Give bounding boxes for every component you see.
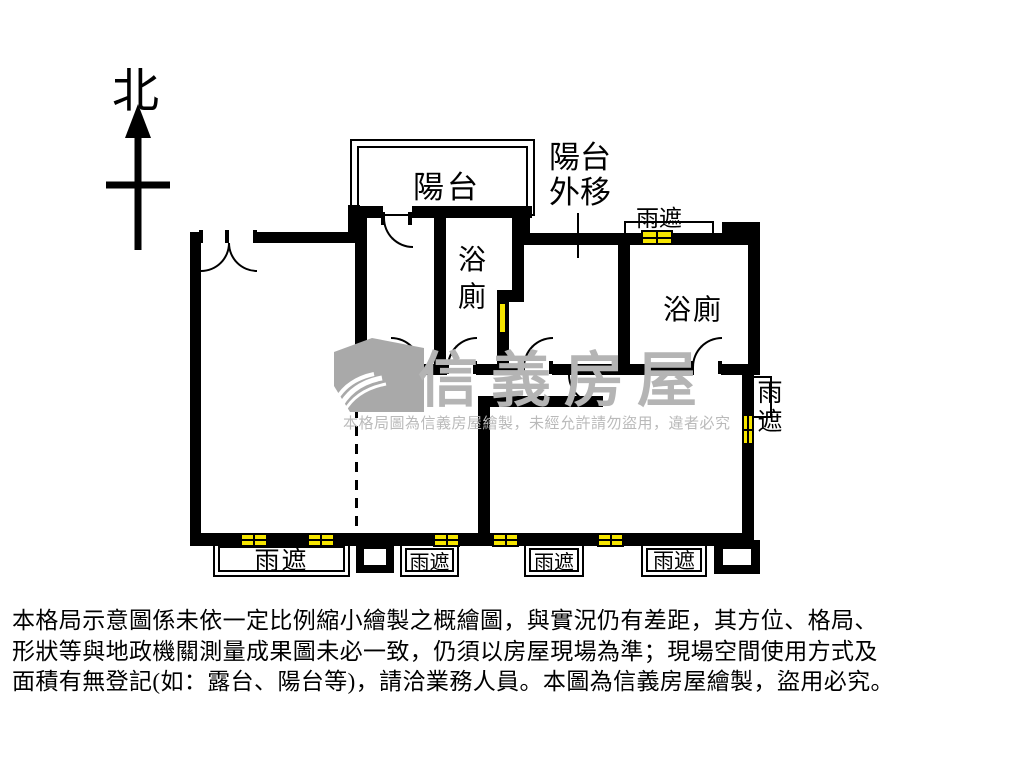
door-post — [473, 361, 477, 374]
wall-top-left — [255, 232, 358, 243]
bathroom-center-char2: 廁 — [457, 282, 486, 313]
north-arrow-icon — [106, 104, 170, 250]
door-arc-entry-left — [201, 243, 230, 272]
door-post — [521, 361, 525, 374]
canopy-box-label: 雨遮 — [254, 548, 309, 575]
canopy-box-3: 雨遮 — [524, 543, 584, 577]
wall-mid-vertical — [355, 218, 367, 375]
north-label: 北 — [112, 66, 159, 118]
window-symbol — [433, 533, 460, 547]
balcony-moved-leader-line — [577, 213, 579, 258]
sinyi-logo — [334, 338, 424, 412]
canopy-right-char1: 雨 — [757, 380, 783, 407]
wall-bath1-left — [434, 218, 446, 368]
wall-left-outer — [190, 232, 201, 546]
disclaimer-text: 本格局示意圖係未依一定比例縮小繪製之概繪圖，與實況仍有差距，其方位、格局、 形狀… — [12, 606, 1014, 698]
balcony-moved-line2: 外移 — [549, 175, 611, 210]
wall-corridor-e — [721, 364, 752, 375]
door-post — [199, 230, 203, 243]
window-symbol — [641, 230, 673, 245]
wall-bath1-right — [512, 218, 524, 302]
disclaimer-line1: 本格局示意圖係未依一定比例縮小繪製之概繪圖，與實況仍有差距，其方位、格局、 — [12, 608, 878, 633]
wall-corridor-b — [419, 364, 447, 375]
watermark-notice: 本格局圖為信義房屋繪製，未經允許請勿盜用，違者必究 — [343, 416, 731, 432]
wall-bath2-left — [618, 238, 630, 368]
wall-corridor-d — [552, 364, 694, 375]
wall-highlight — [500, 304, 505, 332]
door-post — [718, 361, 722, 374]
wall-top-right — [518, 233, 752, 245]
canopy-top-label: 雨遮 — [636, 206, 682, 231]
wall-right-upper — [748, 222, 760, 375]
door-post — [690, 361, 694, 374]
canopy-box-2: 雨遮 — [400, 543, 459, 577]
wall-corridor-c — [476, 364, 524, 375]
door-post — [445, 361, 449, 374]
balcony-moved-line1: 陽台 — [549, 140, 611, 175]
wall-balcony-left — [348, 206, 383, 218]
balcony-moved-label: 陽台 外移 — [535, 140, 625, 210]
bathroom-center-char1: 浴 — [457, 245, 486, 276]
wall-lower-room-top — [478, 396, 603, 407]
canopy-right-label: 雨 遮 — [756, 379, 784, 437]
watermark-brand: 信義房屋 — [418, 348, 710, 414]
door-post — [381, 212, 385, 225]
bathroom-center-label: 浴 廁 — [457, 242, 487, 316]
window-symbol — [492, 533, 519, 547]
disclaimer-line3: 面積有無登記(如：露台、陽台等)，請洽業務人員。本圖為信義房屋繪製，盜用必究。 — [12, 669, 894, 694]
window-symbol — [307, 533, 335, 547]
bathroom-right-label: 浴廁 — [663, 295, 724, 326]
door-arc-entry-right — [228, 243, 257, 272]
bottom-notch-right — [714, 540, 760, 574]
window-symbol — [742, 414, 754, 445]
door-post — [225, 230, 229, 243]
door-post — [549, 361, 553, 374]
canopy-box-label: 雨遮 — [534, 551, 574, 574]
canopy-box-label: 雨遮 — [409, 551, 450, 574]
wall-bottom — [190, 533, 754, 546]
canopy-box-1: 雨遮 — [213, 541, 350, 577]
door-post — [253, 230, 257, 243]
window-symbol — [240, 533, 268, 547]
canopy-right-char2: 遮 — [757, 409, 783, 436]
wall-balcony-right — [412, 206, 532, 218]
canopy-box-label: 雨遮 — [653, 549, 695, 573]
bottom-notch-left — [356, 541, 394, 573]
virtual-division-dashed-line — [355, 390, 358, 533]
balcony-label: 陽台 — [413, 170, 481, 205]
door-post — [408, 212, 412, 225]
wall-lower-room-left — [478, 396, 490, 537]
balcony-outline-inner — [357, 146, 528, 216]
canopy-box-4: 雨遮 — [641, 543, 707, 577]
wall-top-left-stub — [190, 232, 202, 243]
wall-right-lower — [742, 375, 754, 537]
disclaimer-line2: 形狀等與地政機關測量成果圖未必一致，仍須以房屋現場為準；現場空間使用方式及 — [12, 638, 878, 664]
window-symbol — [597, 533, 624, 547]
